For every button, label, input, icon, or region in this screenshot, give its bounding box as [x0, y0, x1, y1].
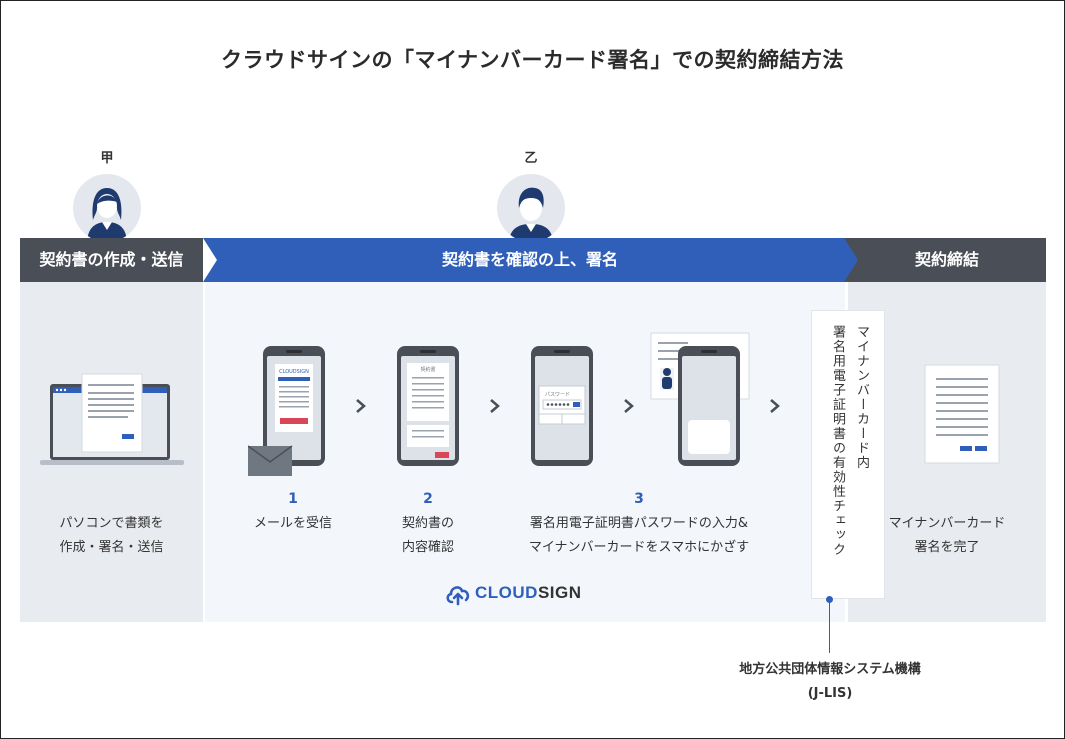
jlis-connector-dot	[826, 596, 833, 603]
create-caption: パソコンで書類を 作成・署名・送信	[59, 516, 164, 555]
logo-sign-text: SIGN	[537, 583, 582, 602]
jlis-connector	[829, 597, 830, 653]
step-1-caption: メールを受信	[253, 516, 332, 531]
signed-document-icon	[924, 364, 1000, 464]
check-line-1: マイナンバーカード内	[854, 325, 869, 470]
phone-password-icon: パスワード	[531, 346, 593, 466]
cloud-logo-icon	[446, 586, 470, 606]
chevron-right-icon	[770, 399, 780, 413]
phase-confirm: 契約書を確認の上、署名	[441, 250, 618, 269]
chevron-right-icon	[490, 399, 500, 413]
step-3-number: 3	[634, 491, 644, 507]
conclude-caption: マイナンバーカード 署名を完了	[888, 516, 1006, 555]
logo-cloud-text: CLOUD	[475, 583, 538, 602]
step-2-caption: 契約書の 内容確認	[401, 516, 454, 555]
party-b-label: 乙	[524, 151, 538, 166]
process-banner: 契約書の作成・送信 契約書を確認の上、署名 契約締結	[20, 238, 1046, 282]
contract-label-text: 契約書	[420, 366, 435, 373]
password-label-text: パスワード	[545, 392, 570, 398]
email-brand-text: CLOUDSIGN	[279, 369, 309, 375]
female-avatar-icon	[73, 174, 141, 242]
step-3-caption: 署名用電子証明書パスワードの入力& マイナンバーカードをスマホにかざす	[528, 516, 750, 555]
check-line-2: 署名用電子証明書の有効性チェック	[830, 325, 845, 557]
phone-mynumber-card-icon	[650, 332, 750, 466]
phone-email-icon: CLOUDSIGN	[248, 346, 325, 476]
laptop-document-icon	[40, 373, 184, 465]
step-1-number: 1	[288, 491, 298, 507]
party-a-label: 甲	[100, 151, 114, 166]
validity-check-box: マイナンバーカード内 署名用電子証明書の有効性チェック	[811, 310, 885, 599]
phase-conclude: 契約締結	[914, 250, 979, 269]
chevron-right-icon	[624, 399, 634, 413]
male-avatar-icon	[497, 174, 565, 242]
page-title: クラウドサインの「マイナンバーカード署名」での契約締結方法	[220, 48, 845, 72]
chevron-right-icon	[356, 399, 366, 413]
jlis-label: 地方公共団体情報システム機構 (J-LIS)	[739, 662, 921, 701]
phone-contract-icon: 契約書	[397, 346, 459, 466]
step-2-number: 2	[423, 491, 433, 507]
phase-create: 契約書の作成・送信	[39, 250, 184, 269]
